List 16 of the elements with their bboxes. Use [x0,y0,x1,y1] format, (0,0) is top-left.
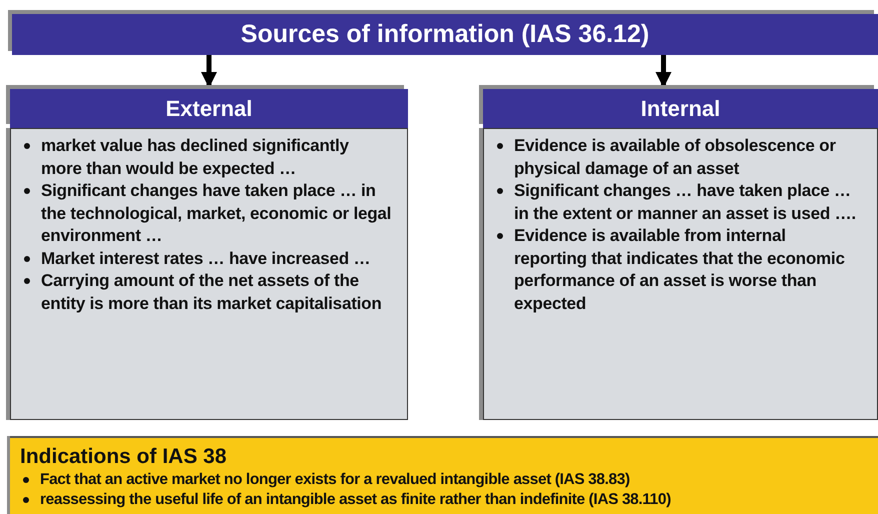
note-heading: Indications of IAS 38 [20,444,228,470]
panel-heading: External [10,89,408,128]
bullet-item: Significant changes have taken place … in the technological, market, economic or legal environment … [41,180,393,248]
arrow [656,55,672,88]
bullet-item: Significant changes … have taken place … in the extent or manner an asset is used …. [514,180,863,225]
bullet-item: Carrying amount of the net assets of the entity is more than its market capitalisation [41,270,393,315]
bullet-item: Evidence is available of obsolescence or physical damage of an asset [514,135,863,180]
title-banner: Sources of information (IAS 36.12) [12,14,878,55]
bullet-item: Market interest rates … have increased … [41,248,393,270]
arrow [201,55,217,88]
bullet-item: Evidence is available from internal reporting that indicates that the economic performance of an asset is worse than expected [514,225,863,315]
bullet-item: market value has declined significantly more than would be expected … [41,135,393,180]
note-box [10,436,878,514]
bullet-item: Fact that an active market no longer exists for a revalued intangible asset (IAS 38.83) [40,470,878,490]
panel-heading: Internal [483,89,878,128]
bullet-item: reassessing the useful life of an intangible asset as finite rather than indefinite (IAS 38.110) [40,490,878,510]
